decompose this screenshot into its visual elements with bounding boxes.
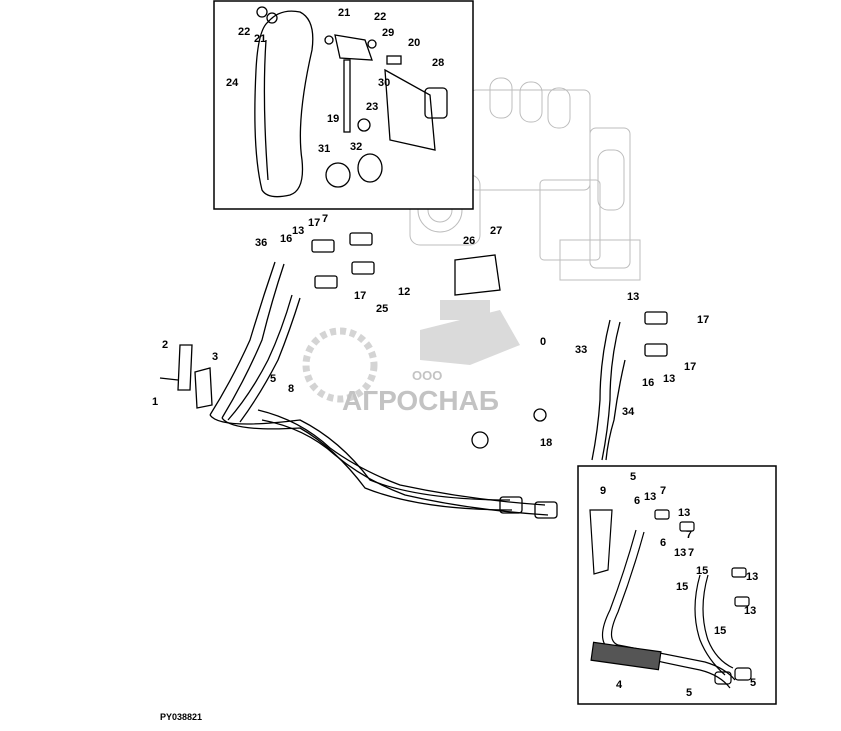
callout: 6 [660, 537, 666, 549]
callout: 1 [152, 396, 158, 408]
watermark-logo: ООО АГРОСНАБ [302, 300, 520, 416]
callout: 17 [697, 314, 709, 326]
callout: 13 [627, 291, 639, 303]
callout: 33 [575, 344, 587, 356]
callout: 0 [540, 336, 546, 348]
callout: 13 [292, 225, 304, 237]
bottom-inset-frame [577, 465, 777, 705]
callout: 2 [162, 339, 168, 351]
callout: 22 [374, 11, 386, 23]
bottom-inset-parts [589, 509, 752, 689]
callout: 19 [327, 113, 339, 125]
callout: 13 [644, 491, 656, 503]
watermark-line2: АГРОСНАБ [342, 385, 499, 416]
callout: 8 [288, 383, 294, 395]
callout: 13 [663, 373, 675, 385]
callout: 9 [600, 485, 606, 497]
callout: 13 [678, 507, 690, 519]
callout: 28 [432, 57, 444, 69]
hydraulic-hoses-main [159, 232, 668, 519]
callout: 5 [750, 677, 756, 689]
callout: 23 [366, 101, 378, 113]
callout: 20 [408, 37, 420, 49]
callout: 26 [463, 235, 475, 247]
callout: 4 [616, 679, 623, 691]
watermark-line1: ООО [412, 368, 442, 383]
callout: 15 [714, 625, 726, 637]
reference-code: PY038821 [160, 712, 202, 722]
callout: 13 [744, 605, 756, 617]
callout: 17 [354, 290, 366, 302]
callout: 7 [322, 213, 328, 225]
callout: 15 [676, 581, 688, 593]
callout: 16 [642, 377, 654, 389]
callout: 16 [280, 233, 292, 245]
top-inset-parts [254, 6, 448, 198]
callout: 7 [686, 529, 692, 541]
top-inset-labels: 21 22 21 22 29 20 24 28 30 23 19 31 32 [226, 7, 444, 155]
callout-labels: 1 2 3 5 8 12 13 16 17 7 17 25 36 26 27 1… [152, 213, 709, 449]
callout: 15 [696, 565, 708, 577]
callout: 6 [634, 495, 640, 507]
callout: 5 [686, 687, 692, 699]
callout: 17 [308, 217, 320, 229]
callout: 12 [398, 286, 410, 298]
callout: 30 [378, 77, 390, 89]
callout: 24 [226, 77, 239, 89]
callout: 29 [382, 27, 394, 39]
callout: 27 [490, 225, 502, 237]
callout: 3 [212, 351, 218, 363]
callout: 13 [674, 547, 686, 559]
bottom-inset-labels: 9 5 6 13 7 13 7 6 13 7 15 13 15 13 15 4 … [600, 471, 758, 699]
callout: 34 [622, 406, 635, 418]
callout: 36 [255, 237, 267, 249]
callout: 18 [540, 437, 552, 449]
callout: 5 [270, 373, 276, 385]
callout: 25 [376, 303, 388, 315]
callout: 31 [318, 143, 330, 155]
callout: 21 [254, 33, 266, 45]
callout: 32 [350, 141, 362, 153]
callout: 17 [684, 361, 696, 373]
callout: 7 [660, 485, 666, 497]
callout: 7 [688, 547, 694, 559]
callout: 21 [338, 7, 350, 19]
callout: 22 [238, 26, 250, 38]
callout: 13 [746, 571, 758, 583]
callout: 5 [630, 471, 636, 483]
